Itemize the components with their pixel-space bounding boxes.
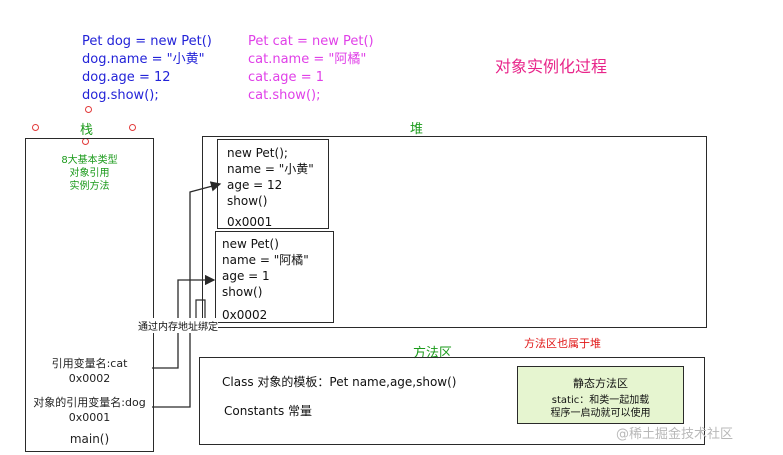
- dog-ref-name: 对象的引用变量名:dog: [33, 396, 146, 409]
- heap-label: 堆: [410, 122, 424, 137]
- class-template: Class 对象的模板：Pet name,age,show(): [222, 375, 457, 389]
- dog-object-line: name = "小黄": [227, 162, 314, 176]
- dog-code-line: dog.age = 12: [82, 70, 171, 85]
- cat-object-fields: new Pet() name = "阿橘" age = 1 show(): [222, 236, 309, 300]
- cat-code-line: cat.age = 1: [248, 70, 324, 85]
- method-area-note: 方法区也属于堆: [524, 337, 601, 350]
- stack-label: 栈: [80, 123, 94, 138]
- heap-box: [202, 136, 707, 328]
- binding-label: 通过内存地址绑定: [138, 318, 218, 333]
- watermark: @稀土掘金技术社区: [616, 427, 734, 442]
- static-area-desc: static：和类一起加载 程序一启动就可以使用: [517, 394, 684, 420]
- dog-object-address: 0x0001: [227, 215, 273, 229]
- constants: Constants 常量: [224, 404, 313, 418]
- main-frame: main(): [69, 432, 110, 446]
- dog-code-line: Pet dog = new Pet(): [82, 34, 212, 49]
- static-area-title: 静态方法区: [573, 377, 628, 390]
- dog-code-line: dog.show();: [82, 88, 159, 103]
- dog-reference: 对象的引用变量名:dog 0x0001: [25, 395, 154, 425]
- static-desc-line: 程序一启动就可以使用: [550, 408, 651, 419]
- cat-object-line: new Pet(): [222, 237, 279, 251]
- stack-type-line: 对象引用: [69, 168, 110, 179]
- circle-marker: [85, 106, 92, 113]
- cat-object: [215, 231, 334, 323]
- circle-marker: [129, 124, 136, 131]
- dog-code-block: Pet dog = new Pet() dog.name = "小黄" dog.…: [82, 33, 212, 105]
- method-area-box: [199, 357, 705, 445]
- dog-code-line: dog.name = "小黄": [82, 52, 205, 67]
- dog-object: [217, 139, 329, 229]
- dog-ref-addr: 0x0001: [68, 411, 111, 424]
- static-desc-line: static：和类一起加载: [551, 395, 650, 406]
- cat-ref-addr: 0x0002: [68, 372, 111, 385]
- stack-box: [25, 138, 154, 452]
- circle-marker: [32, 124, 39, 131]
- stack-types: 8大基本类型 对象引用 实例方法: [25, 154, 154, 193]
- cat-code-block: Pet cat = new Pet() cat.name = "阿橘" cat.…: [248, 33, 374, 105]
- cat-object-line: age = 1: [222, 269, 270, 283]
- cat-ref-name: 引用变量名:cat: [51, 357, 128, 370]
- cat-object-line: show(): [222, 285, 263, 299]
- diagram-title: 对象实例化过程: [495, 57, 608, 76]
- static-method-area: [517, 366, 684, 424]
- stack-type-line: 实例方法: [69, 181, 110, 192]
- cat-code-line: Pet cat = new Pet(): [248, 34, 374, 49]
- dog-object-line: age = 12: [227, 178, 283, 192]
- cat-object-line: name = "阿橘": [222, 253, 309, 267]
- cat-object-address: 0x0002: [222, 308, 268, 322]
- dog-ref-arrow: [152, 181, 222, 408]
- dog-object-fields: new Pet(); name = "小黄" age = 12 show(): [227, 145, 314, 209]
- cat-reference: 引用变量名:cat 0x0002: [25, 356, 154, 386]
- cat-code-line: cat.show();: [248, 88, 321, 103]
- binding-line: [195, 299, 206, 322]
- dog-object-line: new Pet();: [227, 146, 288, 160]
- cat-code-line: cat.name = "阿橘": [248, 52, 367, 67]
- stack-type-line: 8大基本类型: [61, 155, 118, 166]
- dog-object-line: show(): [227, 194, 268, 208]
